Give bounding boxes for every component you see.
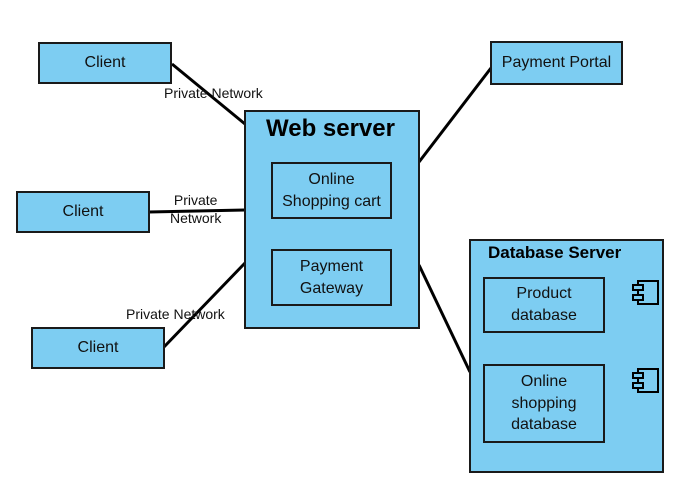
link-client3-webserver <box>161 261 247 350</box>
product-database-component: Product database <box>483 277 605 333</box>
link-label-client1: Private Network <box>164 85 263 101</box>
component-label-line: Product <box>516 285 572 303</box>
link-label-line: Private <box>173 192 218 208</box>
client-node-3: Client <box>31 327 165 369</box>
component-label-line: Online <box>520 373 568 391</box>
client-node-1: Client <box>38 42 172 84</box>
link-webserver-dbserver <box>417 264 472 373</box>
shopping-database-component: Online shopping database <box>483 364 605 443</box>
payment-portal-node: Payment Portal <box>490 41 623 85</box>
component-label-line: Shopping cart <box>282 192 381 210</box>
component-icon <box>632 280 659 305</box>
link-webserver-portal <box>417 67 493 163</box>
client-label: Client <box>77 339 119 357</box>
component-label-line: database <box>511 307 577 324</box>
web-server-title: Web server <box>266 115 395 142</box>
component-label-line: Payment <box>299 257 364 275</box>
payment-portal-label: Payment Portal <box>501 54 612 72</box>
component-label-line: Online <box>308 170 355 188</box>
component-icon <box>632 368 659 393</box>
shopping-cart-component: Online Shopping cart <box>271 162 392 219</box>
component-label-line: Gateway <box>299 279 364 297</box>
link-label-client3: Private Network <box>126 306 225 322</box>
database-server-title: Database Server <box>488 243 622 262</box>
link-client1-webserver <box>171 62 246 126</box>
client-node-2: Client <box>16 191 150 233</box>
link-label-client2: Private Network <box>170 191 221 227</box>
payment-gateway-component: Payment Gateway <box>271 249 392 306</box>
client-label: Client <box>62 203 104 221</box>
component-label-line: shopping <box>511 394 577 412</box>
client-label: Client <box>84 54 126 72</box>
link-label-line: Network <box>170 210 222 227</box>
link-client2-webserver <box>148 208 246 214</box>
component-label-line: database <box>511 416 577 434</box>
